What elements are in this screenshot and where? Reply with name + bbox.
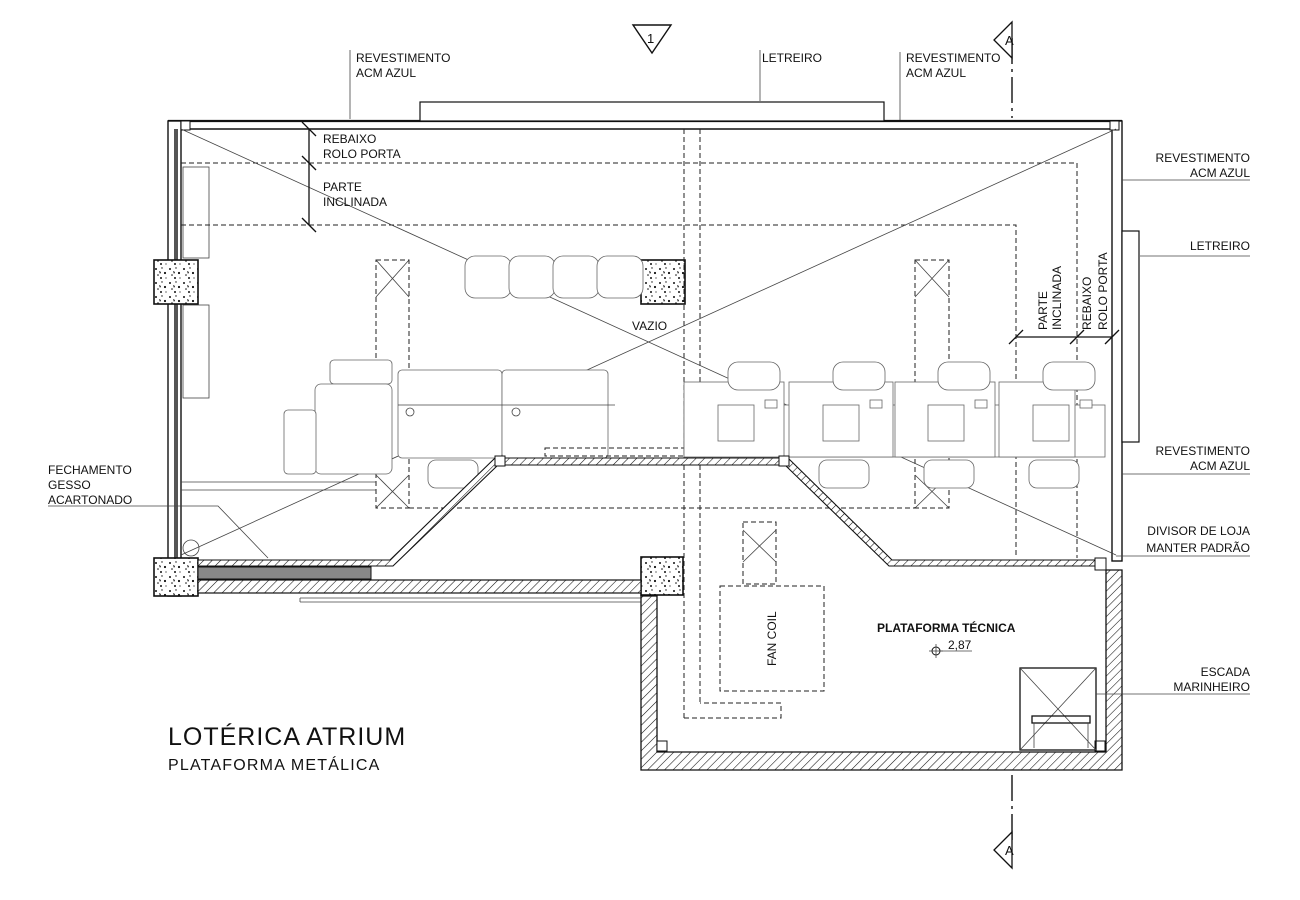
label-letreiro-right: LETREIRO [1190,239,1250,253]
leader-lines [48,50,1250,695]
armchair [181,359,393,491]
void-diagonals [180,128,1117,556]
label-parte-v-2: INCLINADA [1050,266,1064,330]
annotations: REVESTIMENTO ACM AZUL LETREIRO REVESTIME… [48,51,1250,774]
label-parte-v-1: PARTE [1036,291,1050,330]
columns [153,259,686,597]
label-rev-right-bottom-2: ACM AZUL [1190,459,1250,473]
label-parte-h-1: PARTE [323,180,362,194]
lower-store-wall [197,579,642,603]
label-parte-h-2: INCLINADA [323,195,387,209]
section-arrow-top [993,20,1013,60]
section-line: A A [993,20,1014,870]
fan-coil-unit [719,585,825,692]
column-left-bottom [153,557,199,597]
level-marker [929,644,972,658]
label-level: 2,87 [948,638,972,652]
label-escada-1: ESCADA [1201,665,1250,679]
section-mark-bottom: A [1005,843,1014,858]
waiting-chairs [464,255,644,299]
label-rebaixo-h-1: REBAIXO [323,132,376,146]
label-fan-coil: FAN COIL [765,611,779,666]
dimension-lines [301,121,1120,345]
view-marker: 1 [631,24,673,55]
label-rev-top-right-1: REVESTIMENTO [906,51,1000,65]
label-rev-right-top-1: REVESTIMENTO [1156,151,1250,165]
right-signboard [1121,230,1140,443]
label-rebaixo-v-1: REBAIXO [1080,277,1094,330]
technical-platform-room [640,557,1123,771]
label-rev-right-top-2: ACM AZUL [1190,166,1250,180]
drawing-title: LOTÉRICA ATRIUM [168,722,406,751]
label-rev-right-bottom-1: REVESTIMENTO [1156,444,1250,458]
column-center-top [640,259,686,305]
label-rev-top-left-1: REVESTIMENTO [356,51,450,65]
label-rev-top-left-2: ACM AZUL [356,66,416,80]
section-mark-top: A [1005,33,1014,48]
label-escada-2: MARINHEIRO [1173,680,1250,694]
label-letreiro-top: LETREIRO [762,51,822,65]
ladder [1019,667,1097,751]
label-fechamento-2: GESSO [48,478,91,492]
counter-cabinets [397,369,711,459]
label-fechamento-1: FECHAMENTO [48,463,132,477]
left-glazing [182,166,210,399]
label-divisor-2: MANTER PADRÃO [1146,541,1250,555]
label-fechamento-3: ACARTONADO [48,493,132,507]
drawing-subtitle: PLATAFORMA METÁLICA [168,755,380,774]
label-rev-top-right-2: ACM AZUL [906,66,966,80]
label-plataforma-tecnica: PLATAFORMA TÉCNICA [877,620,1016,635]
label-rebaixo-h-2: ROLO PORTA [323,147,401,161]
store-walls [167,101,1140,597]
service-counter [182,361,1106,557]
section-arrow-bottom [993,830,1013,870]
dashed-beams [375,259,950,585]
label-divisor-1: DIVISOR DE LOJA [1147,524,1250,538]
column-center-bottom [640,556,684,596]
furniture [181,255,1106,557]
label-vazio: VAZIO [632,319,667,333]
top-signboard [419,101,885,122]
view-marker-number: 1 [647,31,654,46]
label-rebaixo-v-2: ROLO PORTA [1096,252,1110,330]
column-left-top [153,259,199,305]
